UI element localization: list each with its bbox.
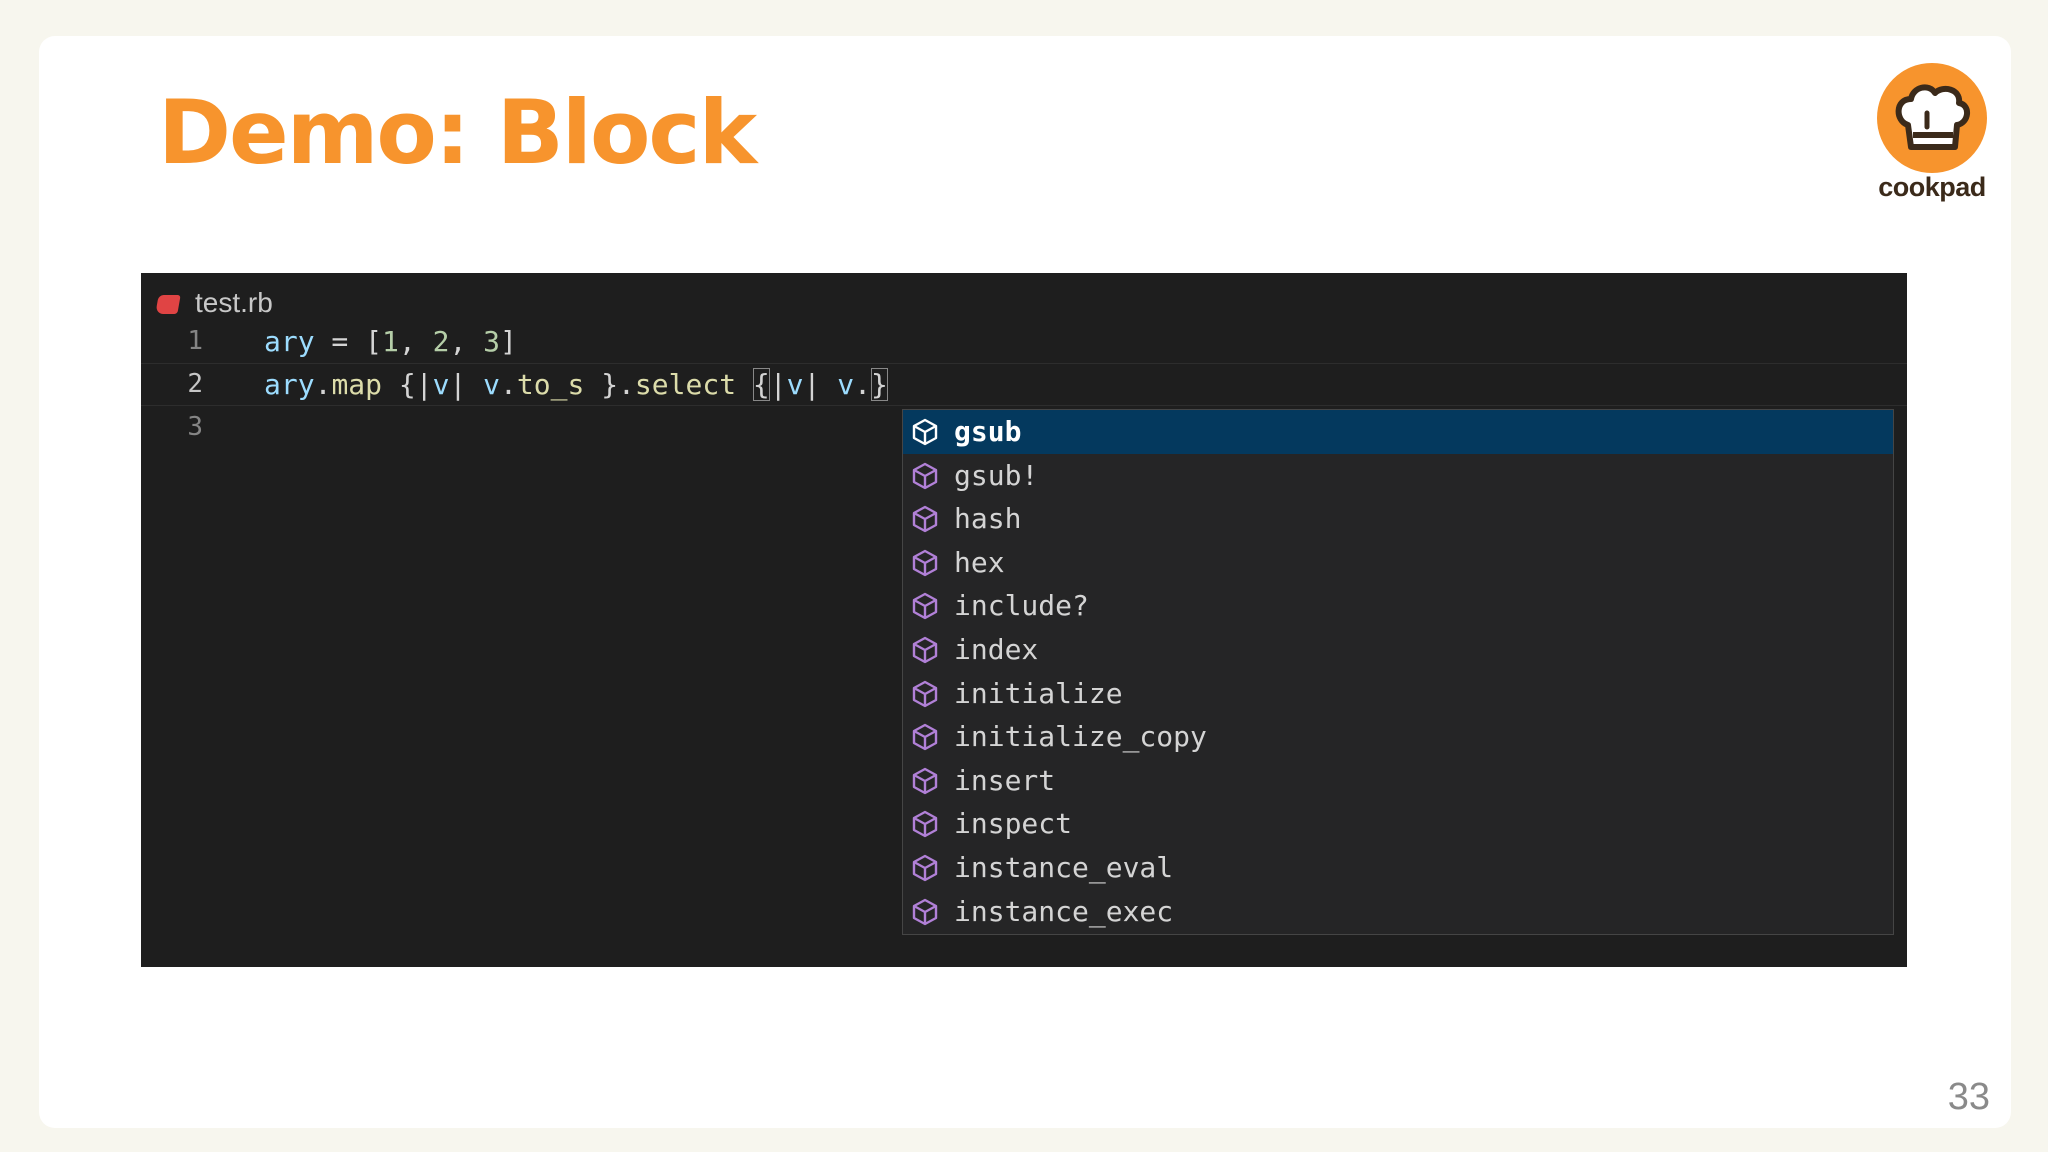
token-punctuation: . bbox=[854, 368, 871, 401]
suggestion-label: hex bbox=[954, 545, 1005, 579]
token-space bbox=[584, 368, 601, 401]
token-number: 2 bbox=[432, 325, 450, 358]
token-variable: v bbox=[432, 368, 450, 401]
method-cube-icon bbox=[910, 679, 940, 709]
token-variable: v bbox=[837, 368, 855, 401]
suggestion-item[interactable]: index bbox=[903, 628, 1893, 672]
suggestion-label: instance_exec bbox=[954, 894, 1174, 928]
code-line-3[interactable]: 3 bbox=[141, 406, 1907, 449]
page-number: 33 bbox=[1947, 1076, 1990, 1118]
token-operator: = [ bbox=[314, 325, 383, 358]
token-punctuation: . bbox=[618, 368, 635, 401]
suggestion-item[interactable]: hash bbox=[903, 497, 1893, 541]
suggestion-label: instance_eval bbox=[954, 850, 1174, 884]
method-cube-icon bbox=[910, 417, 940, 447]
suggestion-item[interactable]: include? bbox=[903, 584, 1893, 628]
code-area[interactable]: 1 ary = [1, 2, 3] 2 ary.map {|v| v.to_s … bbox=[141, 320, 1907, 449]
token-variable: ary bbox=[264, 368, 315, 401]
suggestion-item[interactable]: initialize bbox=[903, 672, 1893, 716]
matched-brace-close: } bbox=[870, 368, 888, 401]
suggestion-item[interactable]: gsub! bbox=[903, 454, 1893, 498]
token-number: 3 bbox=[483, 325, 501, 358]
token-space bbox=[466, 368, 483, 401]
token-punctuation: , bbox=[398, 325, 433, 358]
token-variable: ary bbox=[264, 325, 315, 358]
code-text[interactable]: ary.map {|v| v.to_s }.select {|v| v.} bbox=[264, 364, 888, 405]
ruby-file-icon bbox=[155, 295, 181, 314]
autocomplete-list[interactable]: gsub gsub! hash hex include? index initialize i… bbox=[902, 409, 1894, 935]
file-name: test.rb bbox=[195, 287, 273, 318]
code-text[interactable]: ary = [1, 2, 3] bbox=[264, 320, 517, 363]
token-pipe: | bbox=[415, 368, 433, 401]
suggestion-label: insert bbox=[954, 763, 1056, 797]
method-cube-icon bbox=[910, 504, 940, 534]
suggestion-label: gsub bbox=[954, 415, 1022, 448]
token-variable: v bbox=[483, 368, 501, 401]
method-cube-icon bbox=[910, 722, 940, 752]
token-punctuation: . bbox=[500, 368, 517, 401]
token-space bbox=[736, 368, 753, 401]
suggestion-label: hash bbox=[954, 502, 1022, 536]
token-method: to_s bbox=[516, 368, 585, 401]
suggestion-label: inspect bbox=[954, 807, 1073, 841]
code-line-1[interactable]: 1 ary = [1, 2, 3] bbox=[141, 320, 1907, 363]
code-line-2[interactable]: 2 ary.map {|v| v.to_s }.select {|v| v.} bbox=[141, 363, 1907, 406]
suggestion-item[interactable]: insert bbox=[903, 759, 1893, 803]
token-pipe: | bbox=[803, 368, 821, 401]
matched-brace-open: { bbox=[752, 368, 770, 401]
token-brace: } bbox=[601, 368, 619, 401]
logo-text: cookpad bbox=[1878, 172, 1986, 202]
method-cube-icon bbox=[910, 591, 940, 621]
token-space bbox=[820, 368, 837, 401]
method-cube-icon bbox=[910, 809, 940, 839]
line-number: 1 bbox=[187, 326, 203, 356]
line-number: 3 bbox=[187, 412, 203, 442]
method-cube-icon bbox=[910, 635, 940, 665]
token-method: map bbox=[331, 368, 383, 401]
token-punctuation: . bbox=[314, 368, 332, 401]
suggestion-item[interactable]: instance_exec bbox=[903, 890, 1893, 934]
suggestion-label: index bbox=[954, 632, 1039, 666]
suggestion-label: gsub! bbox=[954, 458, 1039, 492]
method-cube-icon bbox=[910, 461, 940, 491]
token-punctuation: , bbox=[449, 325, 484, 358]
suggestion-label: initialize bbox=[954, 676, 1123, 710]
token-brace: { bbox=[398, 368, 416, 401]
suggestion-item[interactable]: hex bbox=[903, 541, 1893, 585]
method-cube-icon bbox=[910, 897, 940, 927]
method-cube-icon bbox=[910, 548, 940, 578]
cookpad-logo: cookpad bbox=[1872, 60, 1992, 210]
token-variable: v bbox=[786, 368, 804, 401]
suggestion-item[interactable]: inspect bbox=[903, 802, 1893, 846]
chef-hat-icon bbox=[1877, 63, 1987, 173]
method-cube-icon bbox=[910, 766, 940, 796]
suggestion-item[interactable]: initialize_copy bbox=[903, 715, 1893, 759]
suggestion-label: initialize_copy bbox=[954, 720, 1207, 754]
suggestion-label: include? bbox=[954, 589, 1089, 623]
method-cube-icon bbox=[910, 853, 940, 883]
slide-title: Demo: Block bbox=[158, 81, 757, 184]
token-pipe: | bbox=[769, 368, 787, 401]
token-punctuation: ] bbox=[500, 325, 517, 358]
token-method: select bbox=[634, 368, 737, 401]
token-pipe: | bbox=[449, 368, 467, 401]
token-number: 1 bbox=[382, 325, 399, 358]
code-editor[interactable]: test.rb 1 ary = [1, 2, 3] 2 ary.map {|v|… bbox=[141, 273, 1907, 967]
suggestion-item[interactable]: gsub bbox=[903, 410, 1893, 454]
suggestion-item[interactable]: instance_eval bbox=[903, 846, 1893, 890]
line-number: 2 bbox=[187, 369, 203, 399]
token-space bbox=[382, 368, 399, 401]
